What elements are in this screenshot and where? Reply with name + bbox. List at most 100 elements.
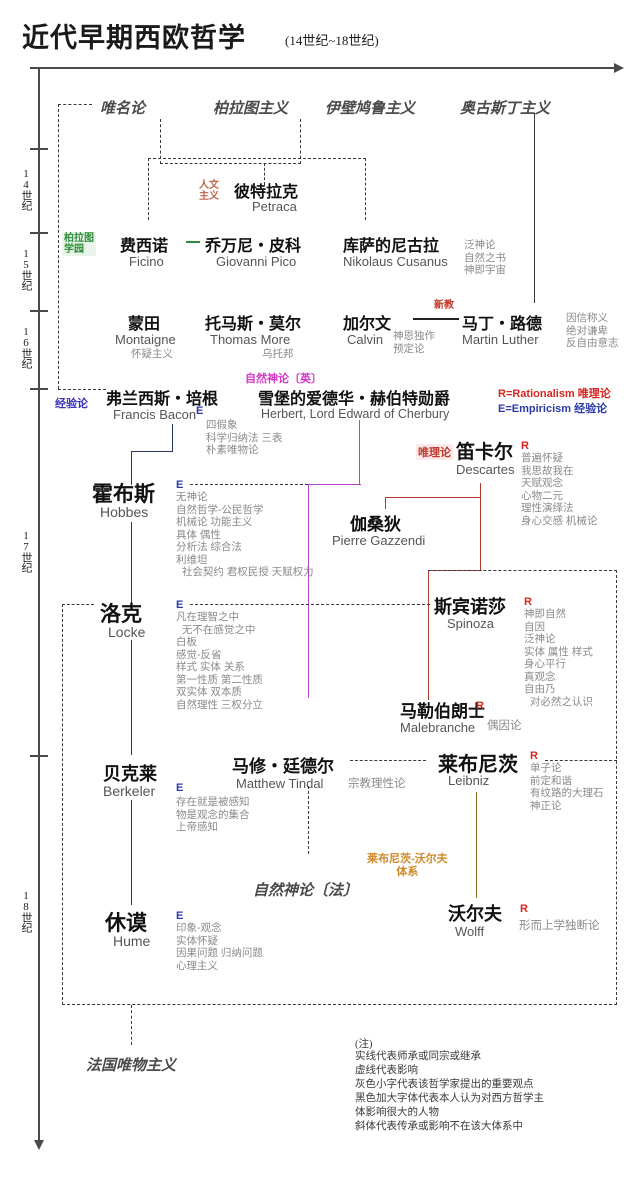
connector-platonism-epicureanism-bridge — [160, 163, 301, 164]
philosopher-luther-en: Martin Luther — [462, 332, 539, 347]
era-label-14: 14世纪 — [20, 168, 32, 210]
connector-hobbes-to-locke — [131, 522, 132, 610]
label-humanism: 人文 主义 — [199, 180, 219, 202]
label-empiricism-left: 经验论 — [55, 398, 88, 410]
page-title: 近代早期西欧哲学 — [22, 23, 246, 53]
philosopher-more-notes: 乌托邦 — [262, 348, 294, 360]
connector-bacon-down — [172, 424, 173, 452]
philosopher-berkeley-mark: E — [176, 782, 184, 794]
philosopher-spinoza-mark: R — [524, 596, 532, 608]
philosopher-locke-en: Locke — [108, 624, 146, 640]
axis-tick — [30, 310, 48, 312]
label-plato-academy: 柏拉图 学园 — [62, 232, 96, 256]
connector-gazzendi-stub — [385, 497, 386, 509]
title-date-range: (14世纪~18世纪) — [285, 33, 379, 48]
philosopher-montaigne-notes: 怀疑主义 — [131, 348, 173, 360]
philosopher-luther-cn: 马丁・路德 — [462, 316, 543, 333]
philosopher-wolff-mark: R — [520, 903, 528, 915]
connector-bridge-to-petraca — [264, 163, 265, 185]
philosopher-calvin-notes: 神恩独作 预定论 — [393, 330, 435, 355]
school-nominalism: 唯名论 — [100, 101, 146, 117]
left-axis-arrowhead — [34, 1140, 44, 1150]
philosopher-ficino-en: Ficino — [129, 254, 164, 269]
connector-locke-leader — [62, 604, 94, 605]
philosopher-spinoza-en: Spinoza — [447, 616, 494, 631]
connector-to-hobbes-down — [131, 451, 132, 485]
axis-tick — [30, 67, 48, 69]
connector-platonism-down — [160, 119, 161, 164]
axis-tick — [30, 755, 48, 757]
philosopher-hobbes-mark: E — [176, 479, 184, 491]
philosopher-malebranche-cn: 马勒伯朗士 — [400, 702, 485, 721]
philosopher-petraca-cn: 彼特拉克 — [234, 184, 299, 201]
legend-rationalism: R=Rationalism 唯理论 — [498, 388, 611, 400]
label-french-materialism: 法国唯物主义 — [86, 1058, 177, 1074]
connector-locke-to-spinoza — [190, 604, 430, 605]
philosopher-pico-cn: 乔万尼・皮科 — [205, 238, 302, 255]
label-protestant: 新教 — [434, 300, 454, 311]
left-box-left — [62, 604, 63, 1005]
philosopher-leibniz-mark: R — [530, 750, 538, 762]
connector-epicureanism-down — [300, 119, 301, 164]
axis-tick — [30, 388, 48, 390]
philosopher-hume-mark: E — [176, 910, 184, 922]
philosopher-berkeley-notes: 存在就是被感知 物是观念的集合 上帝感知 — [176, 796, 250, 833]
philosopher-hobbes-notes: 无神论 自然哲学-公民哲学 机械论 功能主义 具体 偶性 分析法 综合法 利维坦… — [176, 491, 314, 578]
connector-calvin-luther — [413, 318, 459, 320]
connector-herbert-down — [359, 420, 360, 485]
philosopher-locke-notes: 凡在理智之中 无不在感觉之中 白板 感觉-反省 样式 实体 关系 第一性质 第二… — [176, 611, 263, 711]
right-box-top — [428, 570, 617, 571]
philosopher-gazzendi-cn: 伽桑狄 — [350, 515, 401, 534]
connector-augustinianism-vertical — [534, 113, 535, 303]
connector-to-malebranche-down — [428, 570, 429, 700]
philosopher-tindal-cn: 马修・廷德尔 — [232, 757, 334, 776]
connector-berkeley-to-hume — [131, 800, 132, 905]
connector-bacon-to-hobbes-h — [131, 451, 173, 452]
label-rationalism-tag: 唯理论 — [416, 444, 453, 460]
petraca-box-top — [148, 158, 366, 159]
philosopher-montaigne-cn: 蒙田 — [128, 316, 161, 333]
connector-nominalism-to-bacon — [58, 389, 106, 390]
philosopher-hobbes-en: Hobbes — [100, 504, 149, 520]
left-box-bottom — [62, 1004, 617, 1005]
top-axis-line — [38, 67, 616, 69]
philosopher-locke-mark: E — [176, 599, 184, 611]
footnote-header: (注) — [355, 1039, 373, 1050]
connector-ficino-pico — [186, 241, 200, 243]
connector-nominalism-leader — [58, 104, 92, 105]
philosopher-descartes-notes: 普遍怀疑 我思故我在 天赋观念 心物二元 理性演绎法 身心交感 机械论 — [521, 452, 598, 527]
connector-locke-to-berkeley — [131, 640, 132, 755]
philosopher-montaigne-en: Montaigne — [115, 332, 176, 347]
philosopher-gazzendi-en: Pierre Gazzendi — [332, 533, 426, 548]
connector-hobbes-dashed — [190, 484, 308, 485]
legend-empiricism: E=Empiricism 经验论 — [498, 403, 608, 415]
philosopher-calvin-en: Calvin — [347, 332, 384, 347]
petraca-box-right — [365, 158, 366, 220]
left-axis-line — [38, 67, 40, 1142]
philosopher-more-en: Thomas More — [210, 332, 291, 347]
philosopher-wolff-en: Wolff — [455, 924, 485, 939]
philosopher-malebranche-notes: 偶因论 — [487, 720, 522, 732]
philosopher-bacon-en: Francis Bacon — [113, 407, 197, 422]
connector-herbert-down2 — [308, 484, 309, 698]
connector-deism-fr-vertical — [308, 786, 309, 854]
philosopher-hume-cn: 休谟 — [105, 912, 147, 935]
axis-tick — [30, 232, 48, 234]
connector-nominalism-vertical — [58, 104, 59, 389]
philosopher-spinoza-notes: 神即自然 自因 泛神论 实体 属性 样式 身心平行 真观念 自由乃 对必然之认识 — [524, 608, 593, 708]
connector-to-french-materialism — [131, 1005, 132, 1045]
philosopher-hobbes-cn: 霍布斯 — [92, 483, 155, 506]
philosopher-ficino-cn: 费西诺 — [120, 238, 169, 255]
philosopher-cusanus-notes: 泛神论 自然之书 神即宇宙 — [464, 239, 506, 276]
era-label-17: 17世纪 — [20, 530, 32, 572]
philosopher-wolff-cn: 沃尔夫 — [448, 904, 502, 924]
philosopher-cusanus-en: Nikolaus Cusanus — [343, 254, 448, 269]
top-axis-arrowhead — [614, 63, 624, 73]
connector-leibniz-right-dashed — [545, 760, 617, 761]
label-deism-french: 自然神论〔法〕 — [253, 883, 359, 899]
philosopher-herbert-en: Herbert, Lord Edward of Cherbury — [261, 407, 450, 421]
label-plato-academy-text: 柏拉图 学园 — [64, 233, 94, 255]
era-label-16: 16世纪 — [20, 326, 32, 368]
label-leibniz-wolff-text: 莱布尼茨-沃尔夫 体系 — [367, 853, 448, 878]
label-leibniz-wolff-system: 莱布尼茨-沃尔夫 体系 — [367, 853, 448, 879]
